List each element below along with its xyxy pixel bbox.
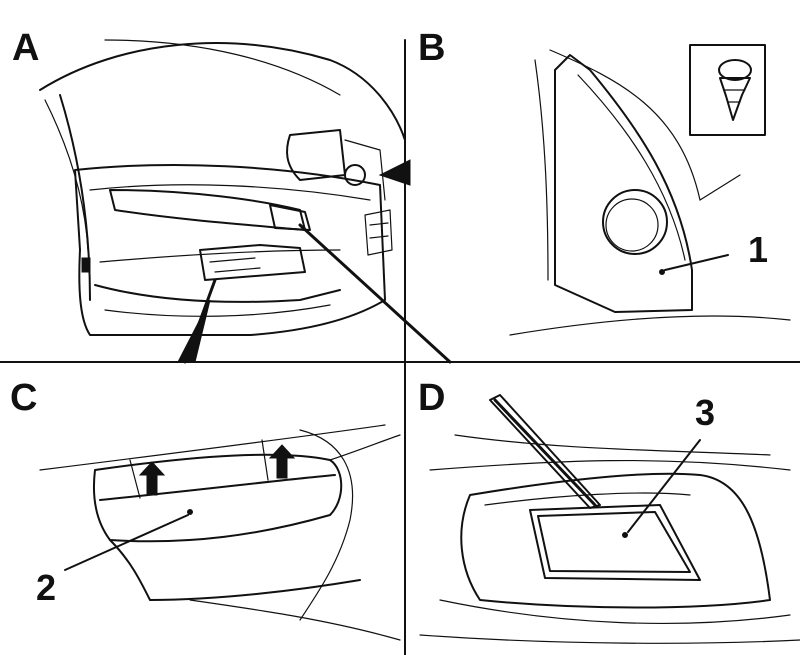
panel-label-c: C	[10, 377, 37, 419]
panel-label-d: D	[418, 377, 445, 419]
panel-b-speaker-cover: B 1	[418, 27, 791, 336]
callout-2: 2	[36, 567, 56, 608]
retaining-clip-icon	[718, 59, 752, 121]
panel-c-armrest-trim: C 2	[10, 377, 401, 641]
panel-dividers	[0, 39, 800, 655]
panel-label-a: A	[12, 27, 39, 69]
callout-3: 3	[695, 392, 715, 433]
callout-1: 1	[748, 229, 768, 270]
panel-d-handle-cover: D 3	[418, 377, 800, 644]
panel-label-b: B	[418, 27, 445, 69]
panel-a-door-overview: A	[12, 27, 452, 364]
